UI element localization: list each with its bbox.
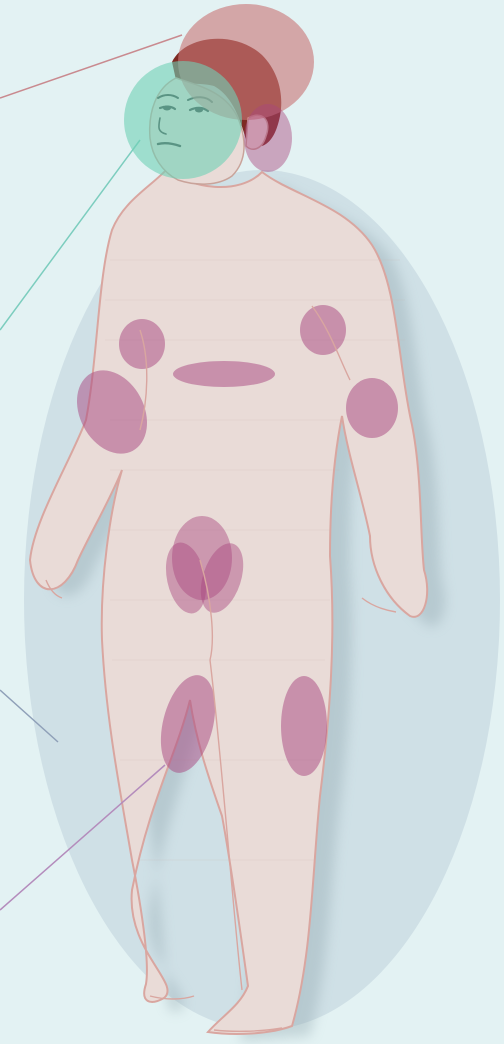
region-abdomen[interactable] xyxy=(173,361,275,387)
region-left-chest[interactable] xyxy=(119,319,165,369)
region-right-knee[interactable] xyxy=(281,676,327,776)
region-right-elbow[interactable] xyxy=(346,378,398,438)
region-ear[interactable] xyxy=(244,104,292,172)
region-right-shoulder[interactable] xyxy=(300,305,346,355)
region-face[interactable] xyxy=(124,61,242,179)
